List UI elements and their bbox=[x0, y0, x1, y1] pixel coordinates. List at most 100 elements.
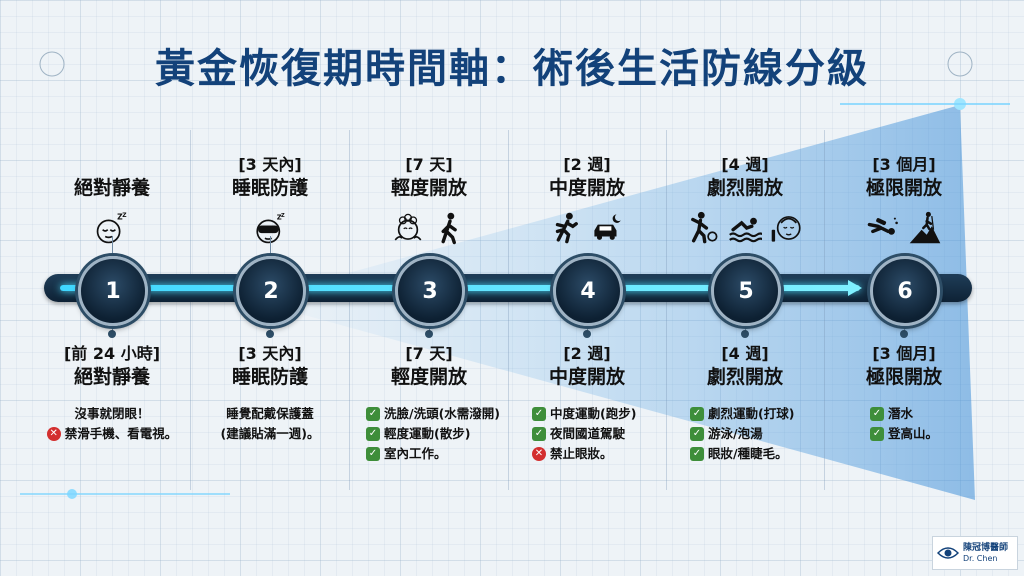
stage-label: 睡眠防護 bbox=[231, 366, 308, 388]
rule-text: 登高山。 bbox=[888, 426, 939, 441]
stage-6-rules: ✓潛水 ✓登高山。 bbox=[870, 404, 1024, 444]
stage-time: [7 天] bbox=[405, 344, 453, 363]
node-pin bbox=[900, 330, 908, 338]
rule-item: ✓ 眼妝/種睫毛。 bbox=[690, 444, 848, 464]
rule-item: ✕禁止眼妝。 bbox=[532, 444, 690, 464]
rule-text: (建議貼滿一週)。 bbox=[220, 426, 320, 441]
stage-label: 極限開放 bbox=[865, 177, 942, 199]
stage-node-5: 5 bbox=[711, 256, 781, 326]
rule-text: 夜間國道駕駛 bbox=[550, 426, 626, 441]
rule-item: ✓洗臉/洗頭(水需潑開) bbox=[366, 404, 524, 424]
stage-time: [2 週] bbox=[563, 155, 611, 174]
stage-time: [3 個月] bbox=[872, 344, 936, 363]
rule-item: ✓登高山。 bbox=[870, 424, 1024, 444]
svg-text:Z: Z bbox=[281, 213, 285, 219]
node-pin bbox=[583, 330, 591, 338]
stage-label: 極限開放 bbox=[865, 366, 942, 388]
rule-text: 眼妝/種睫毛。 bbox=[708, 446, 788, 461]
stage-6-bottom-header: [3 個月] 極限開放 bbox=[825, 343, 983, 389]
mountain-climbing-icon bbox=[909, 211, 941, 244]
check-icon: ✓ bbox=[690, 407, 704, 421]
page-title: 黃金恢復期時間軸：術後生活防線分級 bbox=[155, 46, 869, 92]
stage-6-top-header: [3 個月] 極限開放 bbox=[825, 152, 983, 200]
rule-text: 中度運動(跑步) bbox=[550, 406, 637, 421]
svg-text:Z: Z bbox=[117, 213, 123, 222]
timeline-arrow-icon bbox=[848, 280, 862, 296]
check-icon: ✓ bbox=[690, 447, 704, 461]
rule-item: ✓ 劇烈運動(打球) bbox=[690, 404, 848, 424]
stage-number: 3 bbox=[422, 278, 438, 304]
rule-item: ✕禁滑手機、看電視。 bbox=[33, 424, 191, 444]
stage-number: 1 bbox=[105, 278, 121, 304]
check-icon: ✓ bbox=[532, 407, 546, 421]
ball-sport-icon bbox=[691, 211, 718, 244]
rule-item: ✓ 中度運動(跑步) bbox=[532, 404, 690, 424]
stage-label: 劇烈開放 bbox=[706, 366, 783, 388]
node-connector bbox=[270, 320, 271, 334]
stage-label: 中度開放 bbox=[548, 177, 625, 199]
node-connector bbox=[112, 236, 113, 256]
stage-number: 4 bbox=[580, 278, 596, 304]
stage-label: 睡眠防護 bbox=[231, 177, 308, 199]
rule-text: 睡覺配戴保護蓋 bbox=[226, 406, 314, 421]
rule-text: 洗臉/洗頭(水需潑開) bbox=[384, 406, 500, 421]
stage-4-rules: ✓ 中度運動(跑步) ✓夜間國道駕駛 ✕禁止眼妝。 bbox=[532, 404, 690, 464]
clinic-logo: 陳冠博醫師 Dr. Chen bbox=[932, 536, 1018, 570]
stage-3-top-header: [7 天] 輕度開放 bbox=[350, 152, 508, 200]
makeup-face-icon bbox=[771, 216, 801, 242]
node-connector bbox=[587, 320, 588, 334]
node-connector bbox=[270, 236, 271, 256]
stage-1-icons: Z Z bbox=[33, 206, 191, 250]
stage-1-rules: 沒事就閉眼！ ✕禁滑手機、看電視。 bbox=[33, 404, 191, 444]
node-connector bbox=[112, 320, 113, 334]
stage-6-icons bbox=[825, 206, 983, 250]
node-connector bbox=[904, 320, 905, 334]
rule-text: 輕度運動(散步) bbox=[384, 426, 471, 441]
node-pin bbox=[108, 330, 116, 338]
stage-node-3: 3 bbox=[395, 256, 465, 326]
column-divider bbox=[824, 130, 825, 490]
node-pin bbox=[425, 330, 433, 338]
stage-5-icons bbox=[666, 206, 824, 250]
stage-time: [3 個月] bbox=[872, 155, 936, 174]
stage-3-icons bbox=[350, 206, 508, 250]
node-pin bbox=[266, 330, 274, 338]
rule-item: ✓游泳/泡湯 bbox=[690, 424, 848, 444]
rule-item: ✓夜間國道駕駛 bbox=[532, 424, 690, 444]
stage-3-rules: ✓洗臉/洗頭(水需潑開) ✓輕度運動(散步) ✓室內工作。 bbox=[366, 404, 524, 464]
stage-time: [7 天] bbox=[405, 155, 453, 174]
rule-item: 睡覺配戴保護蓋 bbox=[191, 404, 349, 424]
node-pin bbox=[741, 330, 749, 338]
rule-text: 室內工作。 bbox=[384, 446, 447, 461]
stage-node-6: 6 bbox=[870, 256, 940, 326]
stage-number: 6 bbox=[897, 278, 913, 304]
node-connector bbox=[429, 320, 430, 334]
diving-icon bbox=[867, 217, 898, 235]
stage-time: [3 天內] bbox=[238, 155, 302, 174]
rule-text: 禁滑手機、看電視。 bbox=[64, 426, 178, 441]
stage-5-rules: ✓ 劇烈運動(打球) ✓游泳/泡湯 ✓ 眼妝/種睫毛。 bbox=[690, 404, 848, 464]
stage-label: 絕對靜養 bbox=[73, 366, 150, 388]
stage-2-top-header: [3 天內] 睡眠防護 bbox=[191, 152, 349, 200]
column-divider bbox=[190, 130, 191, 490]
stage-label: 輕度開放 bbox=[390, 366, 467, 388]
stage-4-bottom-header: [2 週] 中度開放 bbox=[508, 343, 666, 389]
rule-text: 劇烈運動(打球) bbox=[708, 406, 795, 421]
node-connector bbox=[745, 320, 746, 334]
svg-text:Z: Z bbox=[277, 214, 282, 222]
stage-time: [2 週] bbox=[563, 344, 611, 363]
face-washing-icon bbox=[394, 213, 422, 241]
cross-icon: ✕ bbox=[532, 447, 546, 461]
stage-time: [4 週] bbox=[721, 155, 769, 174]
rule-text: 游泳/泡湯 bbox=[708, 426, 763, 441]
column-divider bbox=[349, 130, 350, 490]
stage-label: 劇烈開放 bbox=[706, 177, 783, 199]
stage-number: 5 bbox=[738, 278, 754, 304]
stage-node-1: 1 bbox=[78, 256, 148, 326]
stage-3-bottom-header: [7 天] 輕度開放 bbox=[350, 343, 508, 389]
cross-icon: ✕ bbox=[46, 427, 61, 441]
rule-item: (建議貼滿一週)。 bbox=[191, 424, 349, 444]
stage-number: 2 bbox=[263, 278, 279, 304]
rule-item: ✓室內工作。 bbox=[366, 444, 524, 464]
column-divider bbox=[508, 130, 509, 490]
